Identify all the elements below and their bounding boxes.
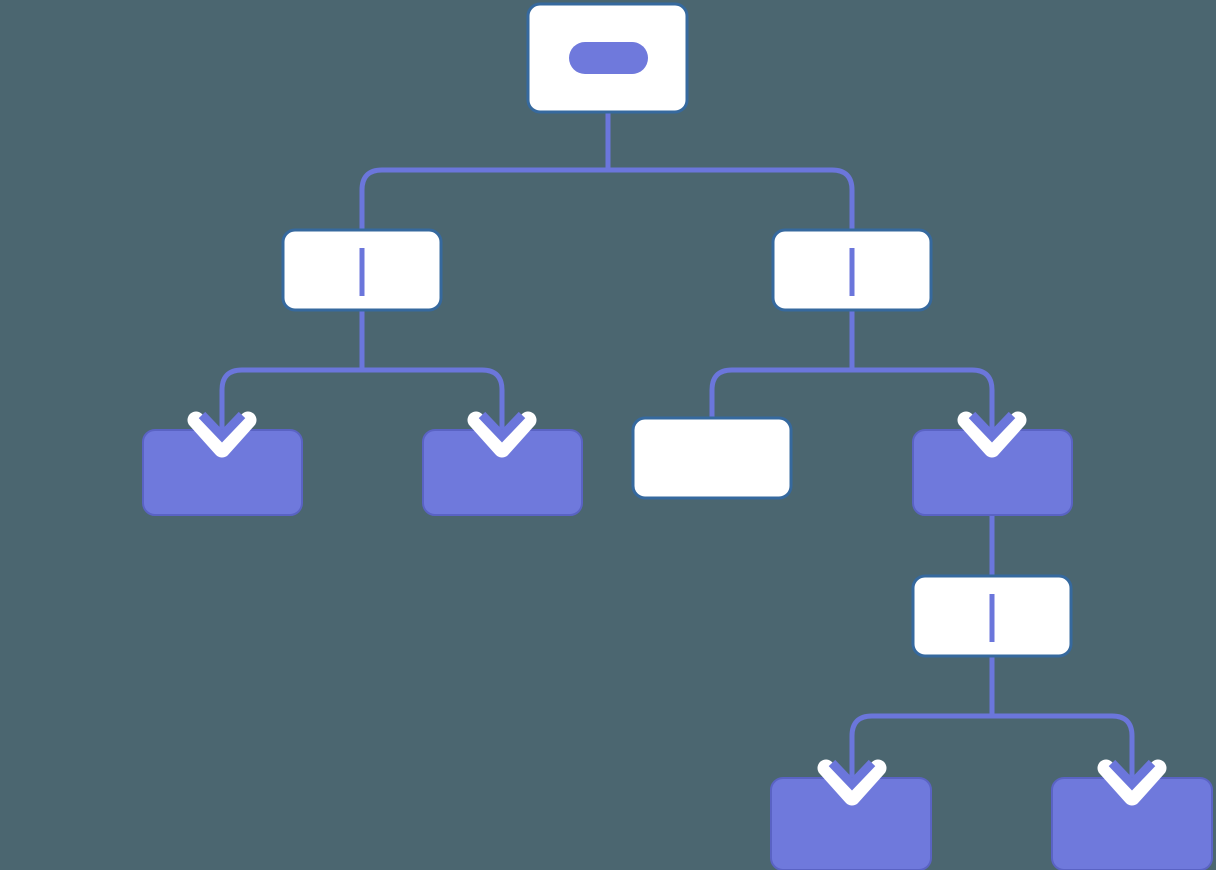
node-root[interactable] [526,2,689,114]
node-layer [142,2,1213,870]
arrow-down-icon [467,411,537,458]
arrow-halo-leaf-5 [1097,759,1167,806]
edge-branch-left-to-leaf-1[interactable] [219,367,362,440]
edge-branch-left-to-leaf-2[interactable] [362,367,505,440]
arrow-halo-leaf-4 [817,759,887,806]
arrow-head-leaf-5 [1108,759,1156,791]
arrow-down-icon [187,411,257,458]
node-branch-right[interactable] [771,228,933,312]
node-branch-left[interactable] [281,228,443,312]
arrow-down-icon [957,411,1027,458]
edge-root-to-branch-right[interactable] [608,167,855,270]
arrow-head-leaf-1 [198,411,246,443]
edge-root-to-branch-left[interactable] [359,167,608,270]
arrow-marker-layer [187,411,1167,806]
node-leaf-3[interactable] [631,416,793,500]
arrow-halo-leaf-1 [187,411,257,458]
arrow-head-leaf-4 [828,759,876,791]
node-root-pill-icon [569,42,648,74]
edge-sub-right-to-leaf-5[interactable] [992,713,1135,788]
arrow-halo-mid-right [957,411,1027,458]
node-leaf-3-rect[interactable] [631,416,793,500]
arrow-halo-leaf-2 [467,411,537,458]
arrow-down-icon [817,759,887,806]
edge-branch-right-to-mid-right[interactable] [852,367,995,440]
edge-sub-right-to-leaf-4[interactable] [849,713,992,788]
arrow-head-mid-right [968,411,1016,443]
node-sub-right[interactable] [911,574,1073,658]
arrow-head-leaf-2 [478,411,526,443]
edge-branch-right-to-leaf-3[interactable] [709,367,852,430]
arrow-down-icon [1097,759,1167,806]
